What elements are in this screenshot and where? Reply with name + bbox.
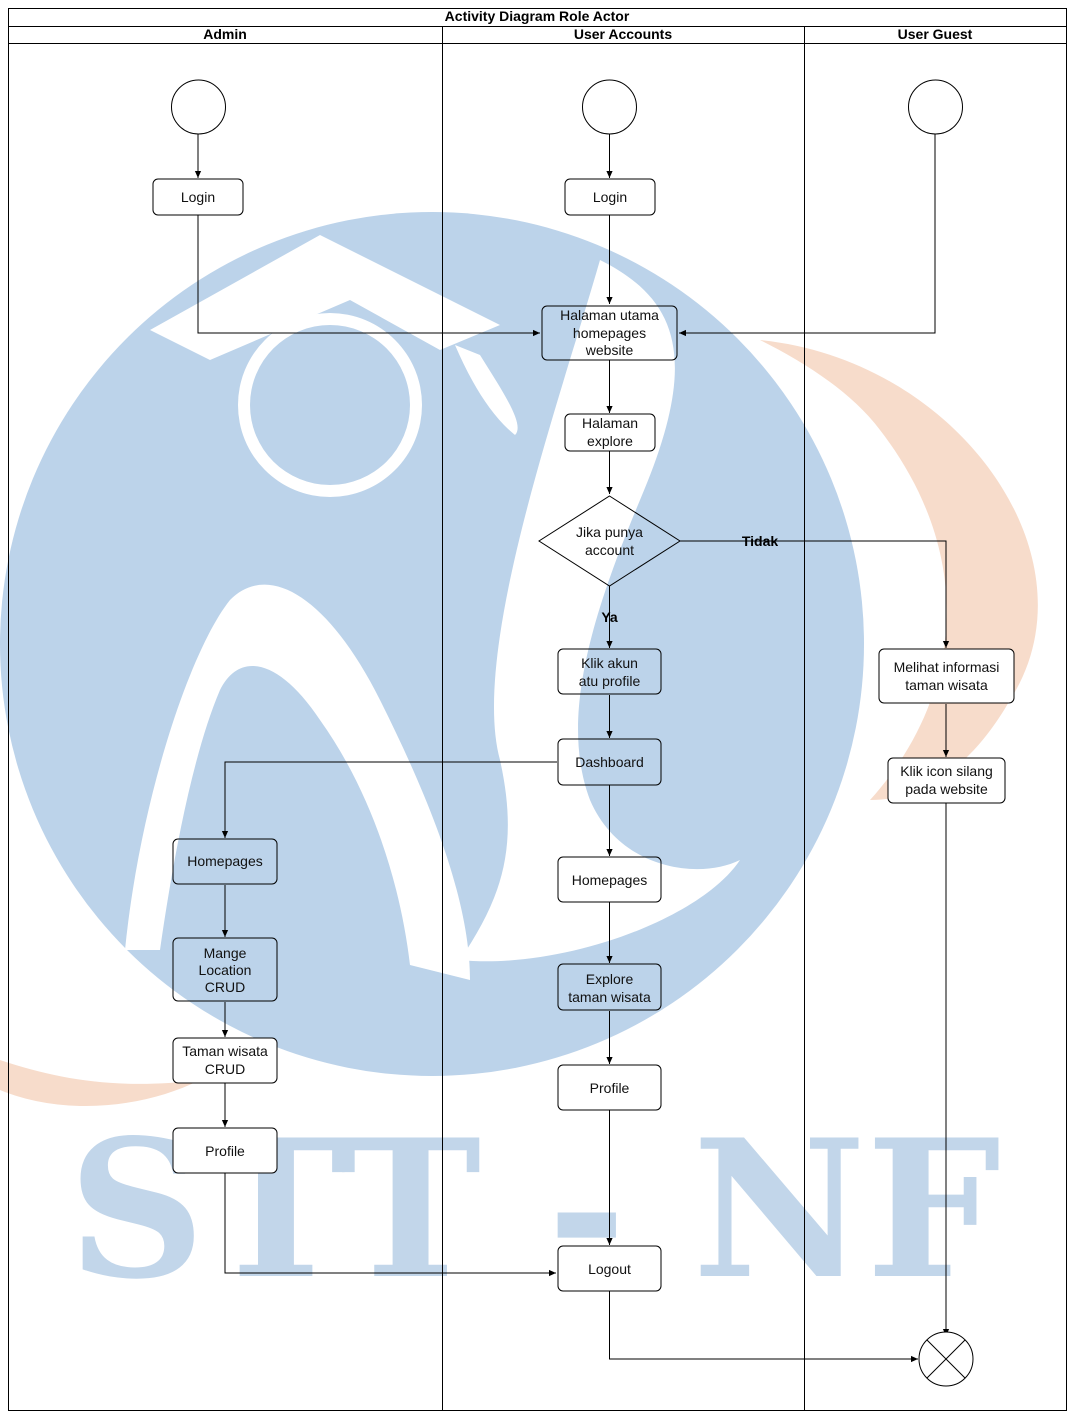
svg-text:taman wisata: taman wisata: [568, 989, 651, 1005]
watermark-logo: STT - NF: [0, 212, 1038, 1321]
svg-text:explore: explore: [587, 433, 633, 449]
svg-text:Klik akun: Klik akun: [581, 655, 638, 671]
edge-label-ya: Ya: [601, 609, 618, 625]
svg-text:Profile: Profile: [590, 1080, 630, 1096]
svg-text:Profile: Profile: [205, 1143, 245, 1159]
svg-text:Location: Location: [199, 962, 252, 978]
svg-text:Login: Login: [181, 189, 215, 205]
activity-halaman-utama: Halaman utama homepages website: [541, 305, 678, 361]
start-node-guest: [908, 79, 963, 135]
lane-header-user-guest: User Guest: [898, 26, 973, 42]
activity-klik-akun: Klik akun atu profile: [557, 648, 662, 695]
svg-text:Explore: Explore: [586, 971, 634, 987]
activity-user-login: Login: [564, 178, 656, 216]
diagram-title: Activity Diagram Role Actor: [445, 8, 630, 24]
svg-text:Login: Login: [593, 189, 627, 205]
activity-klik-icon-silang: Klik icon silang pada website: [887, 757, 1006, 804]
activity-user-homepages: Homepages: [557, 856, 662, 903]
activity-melihat-informasi: Melihat informasi taman wisata: [878, 648, 1015, 704]
svg-text:Halaman utama: Halaman utama: [560, 307, 659, 323]
decision-punya-account: Jika punya account: [538, 495, 681, 587]
svg-text:CRUD: CRUD: [205, 1061, 245, 1077]
activity-logout: Logout: [557, 1245, 662, 1292]
svg-text:atu profile: atu profile: [579, 673, 641, 689]
activity-user-profile: Profile: [557, 1064, 662, 1111]
start-node-user: [582, 79, 637, 135]
activity-dashboard: Dashboard: [557, 738, 662, 786]
svg-text:CRUD: CRUD: [205, 979, 245, 995]
svg-text:Melihat informasi: Melihat informasi: [894, 659, 1000, 675]
start-node-admin: [171, 79, 226, 135]
edge-guest-start-home: [679, 134, 936, 337]
edge-logout-end: [609, 1291, 918, 1363]
activity-admin-profile: Profile: [172, 1127, 278, 1174]
lane-header-admin: Admin: [203, 26, 247, 42]
svg-text:Mange: Mange: [204, 945, 247, 961]
edge-dashboard-admin-home: [221, 761, 557, 838]
svg-text:Dashboard: Dashboard: [575, 754, 644, 770]
connectors: [194, 134, 950, 1363]
activity-taman-wisata-crud: Taman wisata CRUD: [172, 1037, 278, 1084]
svg-text:account: account: [585, 542, 634, 558]
activity-admin-homepages: Homepages: [172, 838, 278, 885]
svg-text:taman wisata: taman wisata: [905, 677, 988, 693]
svg-text:pada website: pada website: [905, 781, 988, 797]
activity-halaman-explore: Halaman explore: [564, 413, 656, 452]
edge-decision-tidak: [680, 540, 950, 648]
svg-text:Halaman: Halaman: [582, 415, 638, 431]
svg-text:website: website: [585, 342, 634, 358]
svg-text:Klik icon silang: Klik icon silang: [900, 763, 993, 779]
svg-text:Taman wisata: Taman wisata: [182, 1043, 268, 1059]
end-node: [918, 1331, 974, 1387]
edge-admin-login-home: [197, 215, 540, 337]
svg-text:Jika punya: Jika punya: [576, 524, 643, 540]
edge-admin-profile-logout: [224, 1173, 556, 1277]
svg-text:Homepages: Homepages: [572, 872, 648, 888]
activity-mange-location: Mange Location CRUD: [172, 937, 278, 1002]
svg-text:Homepages: Homepages: [187, 853, 263, 869]
lane-header-user-accounts: User Accounts: [574, 26, 673, 42]
activity-explore-taman: Explore taman wisata: [557, 963, 662, 1011]
edge-label-tidak: Tidak: [742, 533, 779, 549]
svg-text:Logout: Logout: [588, 1261, 631, 1277]
activity-admin-login: Login: [152, 178, 244, 216]
svg-text:homepages: homepages: [573, 325, 646, 341]
